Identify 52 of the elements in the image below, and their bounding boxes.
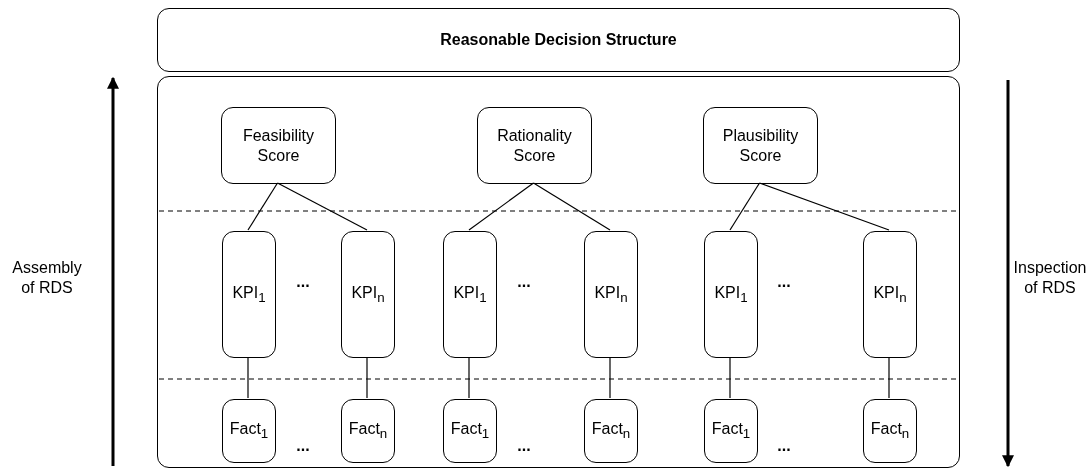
box-label: KPI$_{1}$ [232, 282, 266, 307]
box-label: Fact$_{1}$ [711, 419, 751, 443]
box-label: Feasibility Score [241, 125, 316, 166]
rounded-box [703, 107, 818, 184]
rounded-box [221, 107, 336, 184]
box-label: KPI$_{1}$ [714, 282, 748, 307]
connector-line [532, 182, 611, 231]
connector-line [276, 182, 368, 231]
rounded-box [704, 231, 758, 358]
title-box [157, 8, 960, 72]
container-box [157, 76, 960, 468]
ellipsis: ... [516, 272, 532, 292]
connector-line [468, 356, 470, 399]
box-label: KPI$_{n}$ [873, 282, 907, 307]
rounded-box [222, 231, 276, 358]
rounded-box [863, 399, 917, 463]
box-label: Fact$_{n}$ [870, 419, 910, 443]
box-label: KPI$_{n}$ [594, 282, 628, 307]
ellipsis: ... [295, 272, 311, 292]
connector-line [247, 356, 249, 399]
rounded-box [863, 231, 917, 358]
rounded-box [341, 399, 395, 463]
rounded-box [341, 231, 395, 358]
rounded-box [443, 399, 497, 463]
connector-line [366, 356, 368, 399]
box-label: Rationality Score [496, 125, 573, 166]
rounded-box [704, 399, 758, 463]
connector-line [729, 356, 731, 399]
box-label: KPI$_{1}$ [453, 282, 487, 307]
connector-line [888, 356, 890, 399]
rounded-box [443, 231, 497, 358]
box-label: Plausibility Score [721, 125, 800, 166]
rounded-box [477, 107, 592, 184]
side-label: Inspection of RDS [1012, 258, 1088, 298]
rounded-box [222, 399, 276, 463]
ellipsis: ... [776, 272, 792, 292]
connector-line [247, 182, 279, 231]
side-label: Assembly of RDS [11, 258, 83, 298]
rounded-box [584, 231, 638, 358]
ellipsis: ... [295, 436, 311, 456]
box-label: Fact$_{1}$ [450, 419, 490, 443]
box-label: Fact$_{n}$ [348, 419, 388, 443]
connector-line [609, 356, 611, 399]
ellipsis: ... [516, 436, 532, 456]
box-label: Fact$_{n}$ [591, 419, 631, 443]
box-label: KPI$_{n}$ [351, 282, 385, 307]
connector-line [729, 182, 761, 231]
ellipsis: ... [776, 436, 792, 456]
box-label: Reasonable Decision Structure [440, 30, 677, 50]
box-label: Fact$_{1}$ [229, 419, 269, 443]
rounded-box [584, 399, 638, 463]
connector-line [468, 182, 535, 231]
